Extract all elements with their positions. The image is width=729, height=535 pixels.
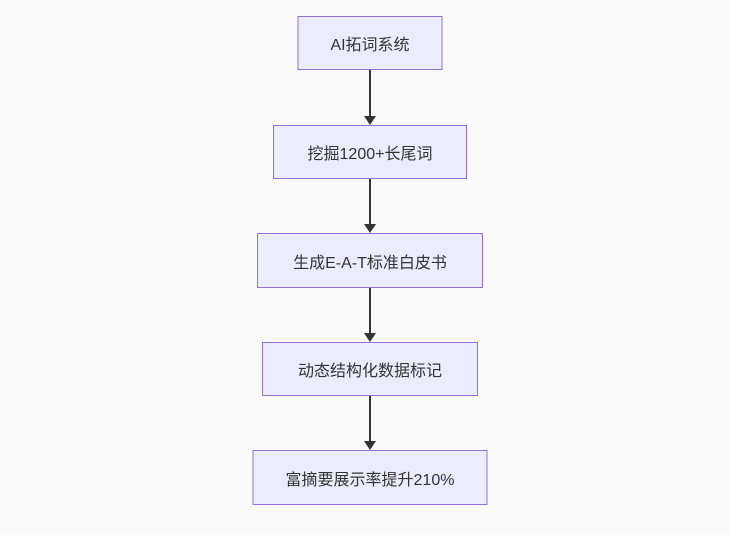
flow-node-structured-data-markup: 动态结构化数据标记	[262, 342, 478, 396]
flow-node-rich-snippet-rate: 富摘要展示率提升210%	[252, 450, 488, 505]
flow-node-ai-keyword-system: AI拓词系统	[297, 16, 443, 70]
arrow-n4-n5	[364, 396, 376, 450]
arrow-shaft	[369, 179, 371, 224]
arrow-n2-n3	[364, 179, 376, 233]
flow-node-longtail-keywords: 挖掘1200+长尾词	[273, 125, 467, 179]
arrow-shaft	[369, 396, 371, 441]
arrow-shaft	[369, 70, 371, 116]
flow-node-eat-whitepaper: 生成E-A-T标准白皮书	[257, 233, 483, 288]
arrowhead-down-icon	[364, 224, 376, 233]
arrowhead-down-icon	[364, 441, 376, 450]
arrowhead-down-icon	[364, 333, 376, 342]
arrow-n1-n2	[364, 70, 376, 125]
arrowhead-down-icon	[364, 116, 376, 125]
arrow-n3-n4	[364, 288, 376, 342]
arrow-shaft	[369, 288, 371, 333]
